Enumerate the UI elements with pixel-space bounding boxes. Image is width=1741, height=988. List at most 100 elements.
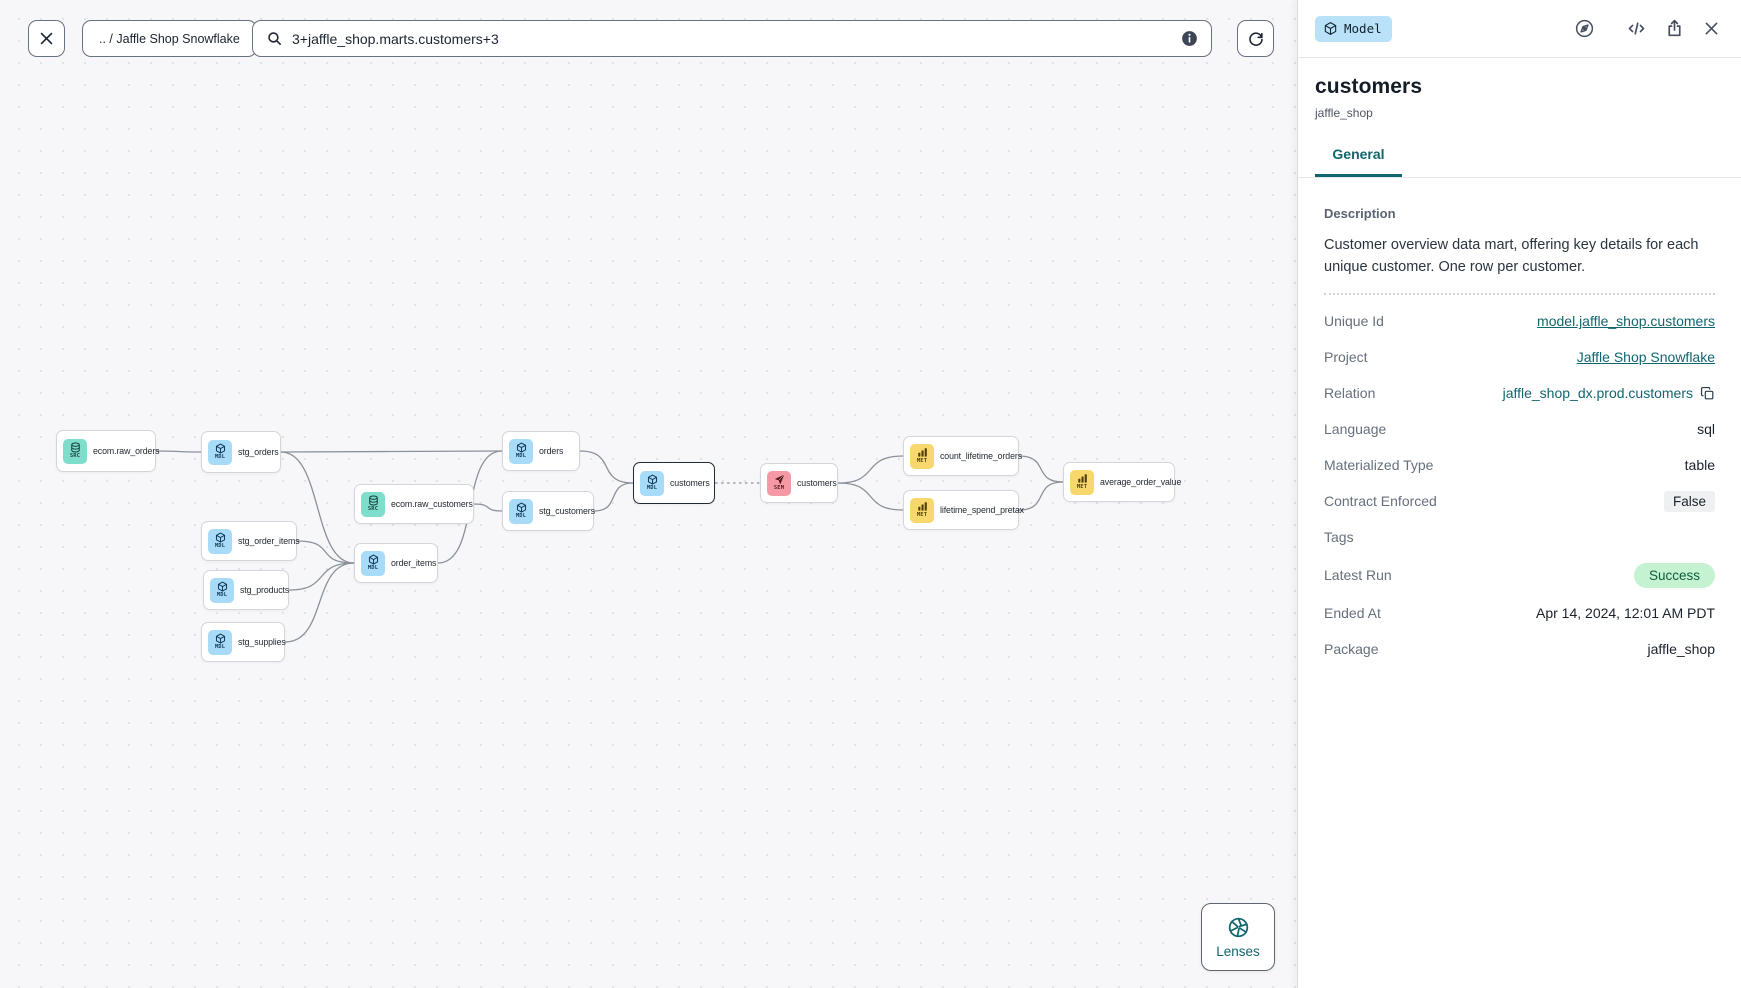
cube-icon: MDL: [361, 550, 385, 576]
info-icon[interactable]: [1180, 29, 1199, 48]
refresh-button[interactable]: [1237, 20, 1274, 57]
status-badge: Success: [1633, 562, 1715, 588]
refresh-icon: [1247, 30, 1265, 48]
resource-type-label: Model: [1344, 21, 1382, 36]
close-lineage-button[interactable]: [28, 20, 65, 57]
node-label: stg_order_items: [238, 536, 300, 546]
graph-node-stg_order_items[interactable]: MDL stg_order_items: [201, 521, 300, 561]
field-label: Package: [1324, 641, 1379, 658]
node-label: ecom.raw_orders: [93, 446, 160, 456]
project-subtitle: jaffle_shop: [1315, 106, 1373, 120]
field-label: Contract Enforced: [1324, 493, 1437, 510]
graph-node-average_order_value[interactable]: MET average_order_value: [1063, 462, 1181, 502]
copy-icon[interactable]: [1700, 386, 1715, 401]
cube-icon: [1323, 21, 1338, 36]
search-icon: [266, 30, 283, 47]
lenses-button[interactable]: Lenses: [1201, 903, 1275, 971]
graph-node-stg_orders[interactable]: MDL stg_orders: [201, 431, 281, 473]
bar-chart-icon: MET: [910, 443, 934, 469]
graph-node-lifetime_spend_pretax[interactable]: MET lifetime_spend_pretax: [903, 490, 1024, 530]
field-value: table: [1684, 457, 1715, 474]
node-label: count_lifetime_orders: [940, 451, 1023, 461]
field-label: Tags: [1324, 529, 1354, 546]
page-title: customers: [1315, 75, 1423, 98]
resource-type-badge: Model: [1315, 15, 1392, 42]
cube-icon: MDL: [208, 439, 232, 465]
node-label: stg_customers: [539, 506, 595, 516]
breadcrumb-label: .. / Jaffle Shop Snowflake: [99, 31, 240, 46]
cube-icon: MDL: [210, 577, 234, 603]
field-value-link[interactable]: Jaffle Shop Snowflake: [1576, 349, 1715, 366]
divider: [1324, 293, 1715, 296]
graph-node-stg_supplies[interactable]: MDL stg_supplies: [201, 622, 286, 662]
field-value-link[interactable]: model.jaffle_shop.customers: [1537, 313, 1715, 330]
share-icon[interactable]: [1664, 18, 1685, 39]
field-row-latest-run: Latest Run Success: [1324, 555, 1715, 595]
field-label: Language: [1324, 421, 1387, 438]
lenses-label: Lenses: [1216, 943, 1260, 959]
node-label: customers: [670, 478, 710, 488]
field-label: Materialized Type: [1324, 457, 1434, 474]
node-label: orders: [539, 446, 564, 456]
code-icon[interactable]: [1626, 18, 1647, 39]
graph-node-order_items[interactable]: MDL order_items: [354, 543, 438, 583]
graph-node-stg_products[interactable]: MDL stg_products: [203, 570, 289, 610]
field-row-relation: Relation jaffle_shop_dx.prod.customers: [1324, 375, 1715, 411]
lineage-selector-input[interactable]: [292, 30, 1171, 47]
description-text: Customer overview data mart, offering ke…: [1324, 237, 1699, 276]
close-icon: [38, 30, 55, 47]
node-label: order_items: [391, 558, 437, 568]
graph-node-orders[interactable]: MDL orders: [502, 431, 580, 471]
node-label: stg_products: [240, 585, 290, 595]
node-label: average_order_value: [1100, 477, 1182, 487]
breadcrumb[interactable]: .. / Jaffle Shop Snowflake: [82, 20, 257, 57]
field-label: Unique Id: [1324, 313, 1384, 330]
field-value: sql: [1697, 421, 1715, 438]
field-label: Latest Run: [1324, 567, 1392, 584]
field-row-unique-id: Unique Id model.jaffle_shop.customers: [1324, 303, 1715, 339]
node-label: lifetime_spend_pretax: [940, 505, 1024, 515]
node-label: ecom.raw_customers: [391, 499, 473, 509]
field-label: Ended At: [1324, 605, 1381, 622]
explore-lineage-icon[interactable]: [1574, 18, 1595, 39]
field-label: Project: [1324, 349, 1368, 366]
graph-node-customers_sem[interactable]: SEM customers: [760, 463, 838, 503]
field-row-project: Project Jaffle Shop Snowflake: [1324, 339, 1715, 375]
node-label: customers: [797, 478, 837, 488]
tab-bar: General: [1298, 146, 1741, 178]
tab-general[interactable]: General: [1315, 146, 1402, 177]
bar-chart-icon: MET: [910, 497, 934, 523]
graph-node-count_lifetime_orders[interactable]: MET count_lifetime_orders: [903, 436, 1023, 476]
aperture-icon: [1227, 916, 1250, 939]
cube-icon: MDL: [208, 528, 232, 554]
cube-icon: MDL: [640, 470, 664, 496]
field-row-materialized-type: Materialized Type table: [1324, 447, 1715, 483]
status-badge: False: [1663, 490, 1715, 512]
send-icon: SEM: [767, 470, 791, 496]
description-heading: Description: [1324, 206, 1396, 221]
field-row-package: Package jaffle_shop: [1324, 631, 1715, 667]
field-row-language: Language sql: [1324, 411, 1715, 447]
field-value: jaffle_shop: [1647, 641, 1715, 658]
node-label: stg_supplies: [238, 637, 286, 647]
field-value: jaffle_shop_dx.prod.customers: [1502, 385, 1693, 402]
cube-icon: MDL: [208, 629, 232, 655]
bar-chart-icon: MET: [1070, 469, 1094, 495]
lineage-selector-bar[interactable]: [252, 20, 1212, 57]
field-label: Relation: [1324, 385, 1376, 402]
details-panel: Model customers ja: [1297, 0, 1741, 988]
database-icon: SRC: [63, 438, 87, 464]
cube-icon: MDL: [509, 438, 533, 464]
field-row-tags: Tags: [1324, 519, 1715, 555]
graph-node-stg_customers[interactable]: MDL stg_customers: [502, 491, 595, 531]
field-row-contract-enforced: Contract Enforced False: [1324, 483, 1715, 519]
details-panel-header: Model: [1298, 0, 1741, 58]
node-label: stg_orders: [238, 447, 279, 457]
graph-node-ecom_raw_orders[interactable]: SRC ecom.raw_orders: [56, 430, 160, 472]
cube-icon: MDL: [509, 498, 533, 524]
close-icon[interactable]: [1702, 19, 1721, 38]
graph-node-customers[interactable]: MDL customers: [633, 462, 715, 504]
